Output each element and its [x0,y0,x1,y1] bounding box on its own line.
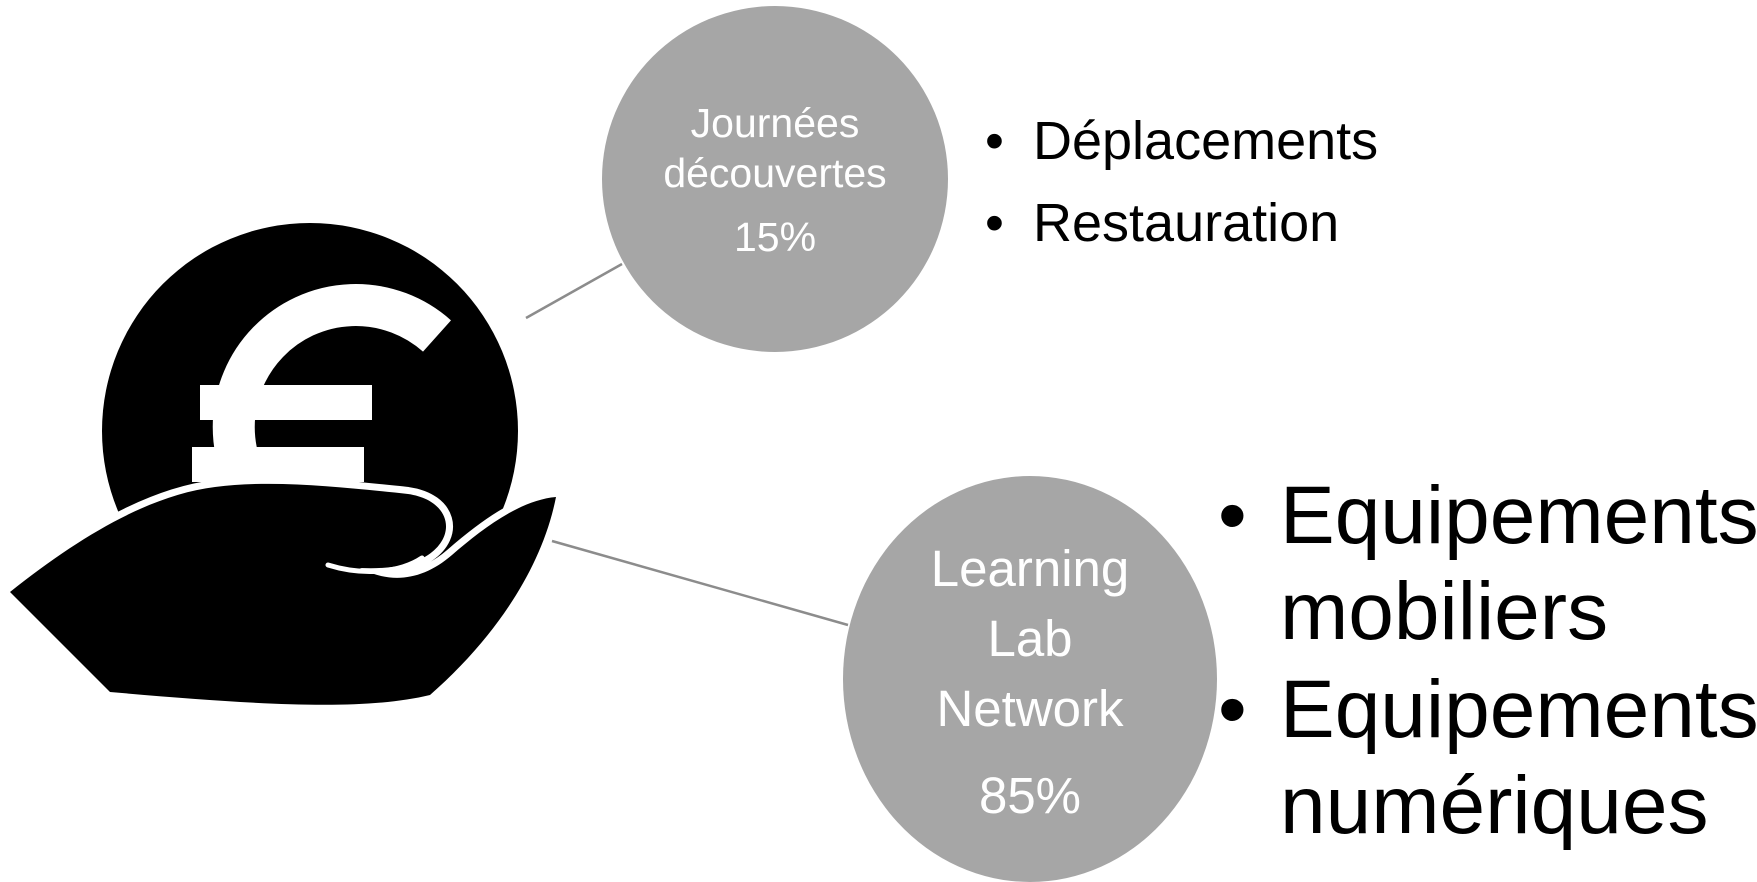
node-label: Learning Lab Network [930,539,1130,737]
list-item: • Restauration [985,182,1378,264]
bullet-text: Restauration [1033,193,1340,253]
node-learning-lab-network: Learning Lab Network 85% [843,476,1217,882]
connector-top [525,262,623,320]
list-item: • Equipements numériques [1218,662,1757,854]
bullet-marker: • [985,111,1004,171]
bullet-marker: • [985,193,1004,253]
bullet-marker: • [1218,664,1247,755]
bullet-text: Déplacements [1033,111,1379,171]
hand-holding-euro-coin-icon [10,223,563,710]
bullet-list-journees: • Déplacements • Restauration [985,100,1378,264]
node-label: Journées découvertes [663,99,887,196]
node-percent: 85% [978,766,1082,824]
bullet-text: Equipements mobiliers [1280,470,1757,657]
connector-bottom [551,539,849,627]
node-percent: 15% [733,213,817,260]
node-journees-decouvertes: Journées découvertes 15% [602,6,948,352]
list-item: • Déplacements [985,100,1378,182]
bullet-text: Equipements numériques [1280,664,1757,851]
list-item: • Equipements mobiliers [1218,468,1757,660]
bullet-list-learning-lab: • Equipements mobiliers • Equipements nu… [1218,468,1757,856]
bullet-marker: • [1218,470,1247,561]
